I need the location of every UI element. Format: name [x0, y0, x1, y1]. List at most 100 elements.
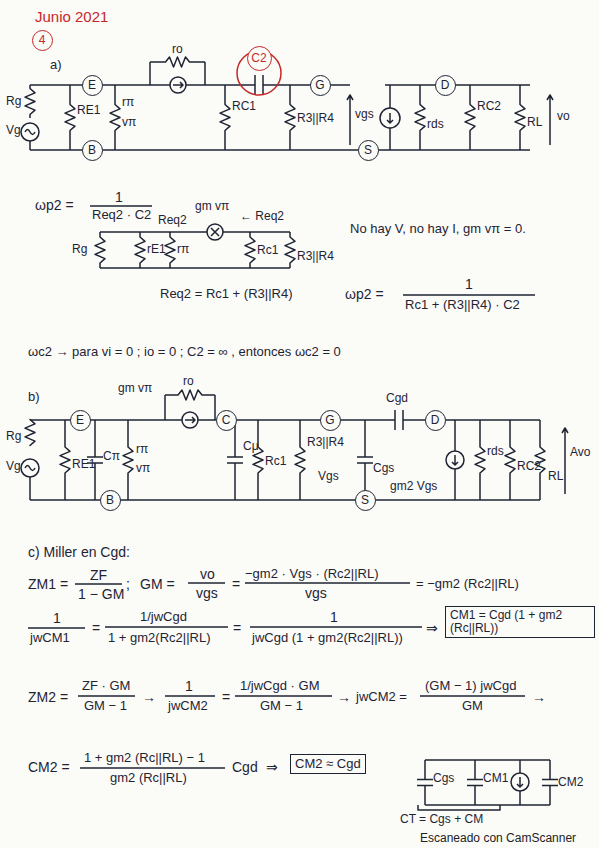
fraction-bar: [245, 582, 410, 583]
handwritten-label: ωc2 → para vi = 0 ; io = 0 ; C2 = ∞ , en…: [28, 345, 341, 359]
handwritten-label: 1: [115, 190, 123, 205]
handwritten-label: jwCgd (1 + gm2(Rc2||RL)): [252, 631, 403, 645]
node-circle: C: [216, 410, 237, 431]
node-circle: D: [425, 410, 446, 431]
handwritten-label: vo: [200, 567, 215, 582]
boxed-result: CM2 ≈ Cgd: [290, 754, 366, 774]
node-circle: C2: [247, 46, 272, 71]
handwritten-label: Vgs: [318, 470, 339, 483]
fraction-bar: [420, 695, 525, 696]
handwritten-label: rπ: [136, 443, 148, 456]
node-circle: S: [358, 140, 379, 161]
handwritten-label: ro: [183, 375, 194, 388]
resistor-symbol: [110, 85, 120, 150]
handwritten-label: vπ: [122, 116, 136, 129]
node-letter: E: [88, 79, 96, 91]
page-title: Junio 2021: [35, 8, 108, 25]
handwritten-label: ⇒: [426, 621, 438, 636]
capacitor-symbol: [467, 760, 483, 805]
voltage-arrow: [347, 95, 353, 145]
handwritten-label: rds: [487, 445, 504, 458]
node-circle: S: [355, 490, 376, 511]
resistor-symbol: [415, 85, 425, 150]
node-letter: 4: [39, 34, 46, 46]
boxed-result: CM1 = Cgd (1 + gm2 (Rc||RL)): [445, 606, 595, 638]
handwritten-label: jwCM1: [30, 631, 70, 645]
handwritten-label: gm2 (Rc||RL): [110, 771, 187, 785]
source-symbol: [25, 130, 35, 135]
resistor-symbol: [165, 232, 175, 268]
wire: [150, 84, 170, 86]
handwritten-label: Req2: [158, 214, 187, 227]
resistor-symbol: [123, 420, 133, 500]
handwritten-label: Cgs: [373, 462, 394, 475]
source-symbol: [387, 113, 393, 123]
handwritten-label: 1 − GM: [78, 587, 124, 602]
resistor-symbol: [135, 232, 145, 268]
handwritten-label: a): [50, 58, 62, 72]
handwritten-label: ZF · GM: [82, 679, 130, 693]
node-letter: S: [361, 494, 369, 506]
node-circle: B: [82, 140, 103, 161]
wire: [215, 419, 395, 421]
wire: [454, 420, 456, 451]
handwritten-label: Vg: [6, 124, 21, 137]
handwritten-label: R3||R4: [297, 250, 334, 263]
handwritten-label: RC2: [477, 100, 501, 113]
handwritten-label: GM − 1: [84, 699, 127, 713]
handwritten-label: Rg: [6, 430, 21, 443]
fraction-bar: [235, 695, 332, 696]
handwritten-label: 1: [185, 679, 193, 694]
resistor-symbol: [65, 85, 75, 150]
handwritten-label: Avo: [570, 446, 590, 459]
handwritten-label: ← Req2: [240, 210, 284, 223]
handwritten-label: 1 + gm2 (Rc||RL) − 1: [84, 751, 205, 765]
source-symbol: [21, 459, 39, 477]
handwritten-label: ZF: [90, 568, 107, 583]
handwritten-label: GM − 1: [260, 699, 303, 713]
fraction-bar: [28, 627, 85, 628]
handwritten-label: ZM1 =: [28, 577, 68, 592]
source-symbol: [211, 228, 219, 236]
handwritten-label: Vg: [6, 460, 21, 473]
voltage-arrow: [562, 428, 568, 494]
capacitor-symbol: [417, 760, 433, 805]
handwritten-label: 1: [330, 610, 338, 625]
handwritten-label: RE1: [77, 104, 100, 117]
handwritten-label: rπ: [177, 243, 189, 256]
node-circle: E: [82, 75, 103, 96]
fraction-bar: [165, 695, 215, 696]
fraction-bar: [105, 626, 228, 627]
handwritten-label: jwCM2: [168, 699, 208, 713]
handwritten-label: gm vπ: [118, 382, 152, 395]
handwritten-label: CM2: [558, 776, 583, 789]
handwritten-label: R3||R4: [297, 112, 334, 125]
handwritten-label: Cμ: [243, 440, 259, 453]
voltage-arrow: [547, 95, 553, 145]
handwritten-label: ωp2 =: [35, 198, 74, 213]
capacitor-symbol: [542, 760, 558, 805]
bracket: [418, 805, 500, 810]
fraction-bar: [403, 294, 535, 295]
fraction-bar: [188, 582, 225, 583]
source-symbol: [21, 123, 39, 141]
handwritten-label: gm vπ: [195, 200, 229, 213]
source-symbol: [207, 224, 223, 240]
resistor-symbol: [465, 85, 475, 150]
handwritten-label: Req2 · C2: [92, 208, 151, 222]
wire: [385, 84, 530, 86]
node-circle: 4: [32, 30, 53, 51]
node-circle: D: [435, 75, 456, 96]
node-letter: D: [431, 414, 440, 426]
wire: [519, 760, 521, 773]
node-letter: G: [325, 414, 334, 426]
handwritten-label: =: [222, 690, 230, 705]
node-letter: E: [76, 414, 84, 426]
wire: [198, 419, 215, 421]
handwritten-label: Rg: [6, 95, 21, 108]
handwritten-label: CM1: [483, 772, 508, 785]
node-circle: G: [310, 75, 331, 96]
resistor-symbol: [245, 232, 255, 268]
capacitor-symbol: [357, 420, 373, 500]
handwritten-label: rπ: [122, 96, 134, 109]
